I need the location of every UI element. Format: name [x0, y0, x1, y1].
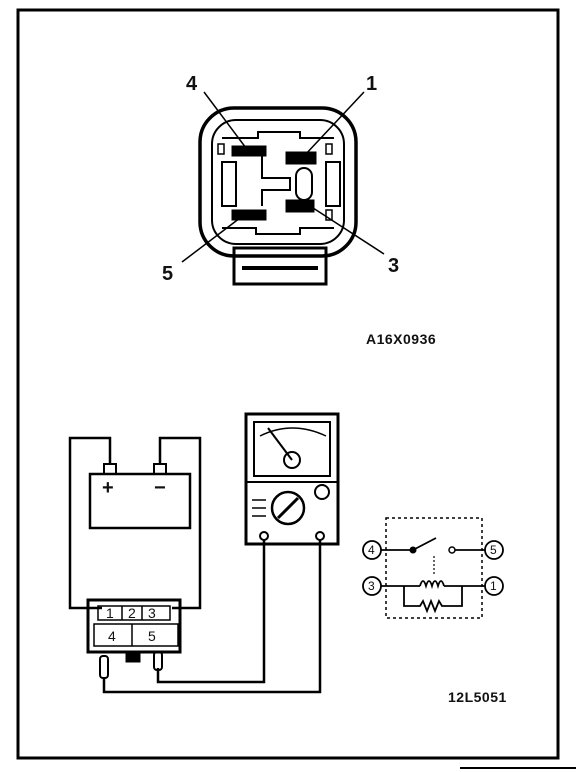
connector-terminal-1	[285, 151, 317, 165]
leader-line-1	[303, 91, 365, 157]
schematic-label-5: 5	[490, 543, 497, 557]
relay-pin-1: 1	[106, 605, 114, 621]
multimeter-jack-right	[315, 531, 325, 541]
relay-coil	[419, 580, 445, 590]
multimeter-scale	[259, 427, 327, 437]
connector-terminal-5	[231, 209, 267, 221]
schematic-label-1: 1	[490, 579, 497, 593]
relay-pin-5: 5	[148, 628, 156, 644]
leader-line-3	[309, 205, 385, 255]
connector-pin-label-4: 4	[186, 73, 198, 95]
connector-pin-label-3: 3	[388, 255, 399, 277]
connector-outer-housing	[198, 106, 358, 258]
schematic-label-3: 3	[368, 579, 375, 593]
relay-pin-3: 3	[148, 605, 156, 621]
relay-block-top-row	[97, 605, 171, 621]
probe-connector-right	[153, 651, 163, 671]
connector-pin-label-5: 5	[162, 263, 173, 285]
connector-center-partition	[261, 150, 291, 206]
relay-block-foot	[125, 651, 141, 663]
resistor-branch	[403, 586, 463, 614]
figure-code-bottom: 12L5051	[448, 689, 507, 705]
probe-connector-left	[99, 655, 109, 679]
connector-terminal-3	[285, 199, 315, 213]
relay-schematic	[362, 517, 504, 619]
connector-inner-wall	[211, 119, 345, 245]
multimeter-body	[244, 412, 340, 546]
relay-block-bottom-row	[93, 623, 179, 647]
connector-lock-tab	[232, 246, 328, 286]
meter-lead-to-pin-5	[102, 540, 322, 694]
connector-corner-lock	[217, 143, 225, 155]
relay-pin-2: 2	[128, 605, 136, 621]
relay-test-block	[86, 598, 182, 679]
connector-pin-label-1: 1	[366, 73, 377, 95]
connector-right-key	[325, 161, 341, 207]
multimeter	[244, 412, 340, 546]
connector-center-notch	[295, 167, 313, 201]
battery-negative-post	[153, 463, 167, 475]
schematic-label-4: 4	[368, 543, 375, 557]
connector-terminal-4	[231, 145, 267, 157]
relay-connector-face	[181, 91, 385, 286]
multimeter-jack-left	[259, 531, 269, 541]
connector-inner-bottom-wall	[222, 227, 334, 235]
test-wiring	[68, 436, 322, 694]
battery-positive-post	[103, 463, 117, 475]
battery-negative-lead	[158, 436, 202, 610]
switch-blade	[412, 537, 437, 551]
connector-inner-top-wall	[222, 131, 334, 139]
leader-line-4	[203, 91, 247, 149]
multimeter-knob-pointer	[276, 496, 300, 520]
battery-body	[88, 472, 192, 530]
schematic-boundary	[385, 517, 483, 619]
multimeter-needle	[267, 427, 293, 461]
multimeter-adjust-knob	[314, 484, 330, 500]
page-frame	[16, 8, 560, 760]
battery-minus-sign: −	[154, 477, 166, 499]
meter-lead-to-pin-4	[156, 540, 266, 684]
figure-code-top: A16X0936	[366, 331, 436, 347]
connector-corner-lock	[325, 209, 333, 221]
switch-contact-right	[448, 546, 456, 554]
battery-positive-lead	[68, 436, 112, 610]
multimeter-display	[253, 421, 331, 477]
leader-line-5	[181, 217, 241, 263]
relay-pin-4: 4	[108, 628, 116, 644]
connector-left-key	[221, 161, 237, 207]
battery-plus-sign: +	[102, 477, 114, 499]
multimeter-selector-knob	[270, 490, 306, 526]
connector-corner-lock	[325, 143, 333, 155]
multimeter-needle-pivot	[283, 451, 301, 469]
